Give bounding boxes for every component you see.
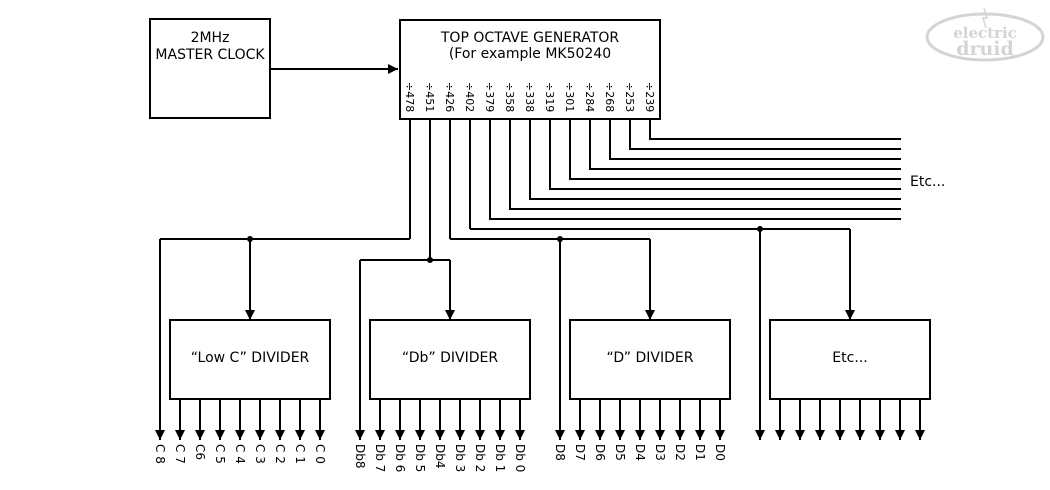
generator-subtitle: (For example MK50240 — [449, 46, 611, 62]
generator-bus-wire — [549, 119, 901, 190]
divider-box — [569, 319, 731, 400]
note-output-label: C 5 — [213, 444, 227, 464]
generator-output-label: ÷451 — [423, 82, 436, 112]
etc-bus-label: Etc... — [910, 174, 945, 190]
note-output-label: Db4 — [433, 444, 447, 469]
generator-output-label: ÷338 — [523, 82, 536, 112]
master-clock-line2: MASTER CLOCK — [155, 47, 265, 63]
generator-output-label: ÷478 — [403, 82, 416, 112]
generator-bus-wire — [509, 119, 901, 210]
generator-output-label: ÷379 — [483, 82, 496, 112]
note-output-label: D5 — [613, 444, 627, 461]
top-octave-generator-block: TOP OCTAVE GENERATOR (For example MK5024… — [399, 19, 661, 120]
divider-box — [769, 319, 931, 400]
generator-bus-wire — [529, 119, 901, 200]
divider-box — [369, 319, 531, 400]
divider-label: “D” DIVIDER — [607, 350, 694, 366]
master-clock-box — [149, 18, 271, 119]
divider-block: “Low C” DIVIDER C 8 C 7 C6 C 5 C 4 C 3 C 2 C 1 C … — [153, 319, 331, 464]
generator-output-label: ÷301 — [563, 82, 576, 112]
note-output-label: Db 1 — [493, 444, 507, 472]
generator-bus-wire — [569, 119, 901, 180]
generator-bus-wire — [589, 119, 901, 170]
generator-bus-wire — [629, 119, 901, 150]
divider-block: Etc... — [769, 319, 931, 440]
master-clock-line1: 2MHz — [191, 30, 230, 46]
divider-block: “D” DIVIDER D8 D7 D6 D5 D4 D3 D2 D1 D0 — [553, 319, 731, 461]
note-output-label: D3 — [653, 444, 667, 461]
generator-output-label: ÷253 — [623, 82, 636, 112]
note-output-label: Db 0 — [513, 444, 527, 472]
note-output-label: C 0 — [313, 444, 327, 464]
electric-druid-logo: electric druid — [925, 7, 1045, 62]
master-clock-block: 2MHz MASTER CLOCK — [149, 18, 271, 119]
note-output-label: C6 — [193, 444, 207, 460]
note-output-label: C 7 — [173, 444, 187, 464]
note-output-label: C 2 — [273, 444, 287, 464]
note-output-label: D0 — [713, 444, 727, 461]
note-output-label: C 1 — [293, 444, 307, 464]
note-output-label: D8 — [553, 444, 567, 461]
lightning-icon — [981, 7, 989, 29]
note-output-label: C 4 — [233, 444, 247, 464]
note-output-label: Db 6 — [393, 444, 407, 472]
note-output-label: Db8 — [353, 444, 367, 469]
note-output-label: D6 — [593, 444, 607, 461]
generator-output-label: ÷402 — [463, 82, 476, 112]
generator-output-label: ÷284 — [583, 82, 596, 112]
junction-dot — [427, 257, 433, 263]
generator-bus-wire — [609, 119, 901, 160]
generator-bus-wire — [649, 119, 901, 140]
note-output-label: D7 — [573, 444, 587, 461]
note-output-label: C 3 — [253, 444, 267, 464]
generator-output-label: ÷268 — [603, 82, 616, 112]
note-output-label: Db 2 — [473, 444, 487, 472]
note-output-label: D4 — [633, 444, 647, 461]
generator-title: TOP OCTAVE GENERATOR — [440, 30, 620, 46]
note-output-label: C 8 — [153, 444, 167, 464]
generator-output-label: ÷426 — [443, 82, 456, 112]
logo-line2: druid — [956, 38, 1014, 60]
note-output-label: D2 — [673, 444, 687, 461]
divider-label: “Db” DIVIDER — [402, 350, 498, 366]
divider-label: “Low C” DIVIDER — [191, 350, 310, 366]
note-output-label: Db 5 — [413, 444, 427, 472]
generator-output-label: ÷319 — [543, 82, 556, 112]
logo-ellipse — [925, 12, 1045, 62]
note-output-label: Db 3 — [453, 444, 467, 472]
divider-box — [169, 319, 331, 400]
generator-bus-wire — [489, 119, 901, 220]
note-output-label: D1 — [693, 444, 707, 461]
note-output-label: Db 7 — [373, 444, 387, 472]
generator-output-label: ÷239 — [643, 82, 656, 112]
divider-block: “Db” DIVIDER Db8 Db 7 Db 6 Db 5 Db4 Db 3 Db 2 Db… — [353, 319, 531, 472]
logo-line1: electric — [953, 24, 1017, 42]
generator-output-label: ÷358 — [503, 82, 516, 112]
divider-label: Etc... — [832, 350, 867, 366]
